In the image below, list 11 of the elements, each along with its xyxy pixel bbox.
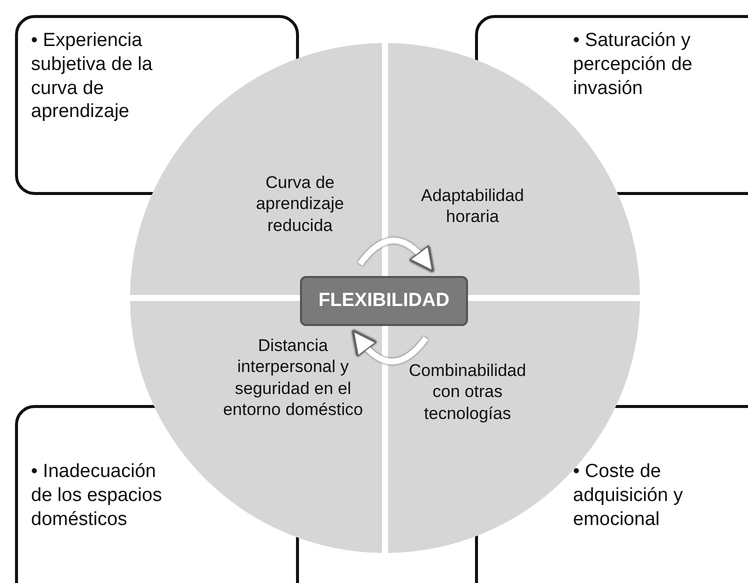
segment-label: Distancia interpersonal y seguridad en el entorno doméstico (222, 335, 364, 420)
bullet-text: • Experiencia subjetiva de la curva de aprendizaje (31, 29, 154, 124)
segment-label: Curva de aprendizaje reducida (255, 172, 345, 236)
bullet-text: • Saturación y percepción de invasión (573, 29, 694, 100)
segment-label: Adaptabilidad horaria (420, 185, 526, 228)
curved-arrow (358, 238, 435, 272)
bullet-text: • Coste de adquisición y emocional (573, 460, 684, 532)
bullet-text: • Inadecuación de los espacios domésticos (31, 460, 163, 532)
segment-label: Combinabilidad con otras tecnologías (408, 360, 528, 424)
curved-arrow (351, 330, 428, 364)
center-label-box: FLEXIBILIDAD (300, 276, 468, 326)
